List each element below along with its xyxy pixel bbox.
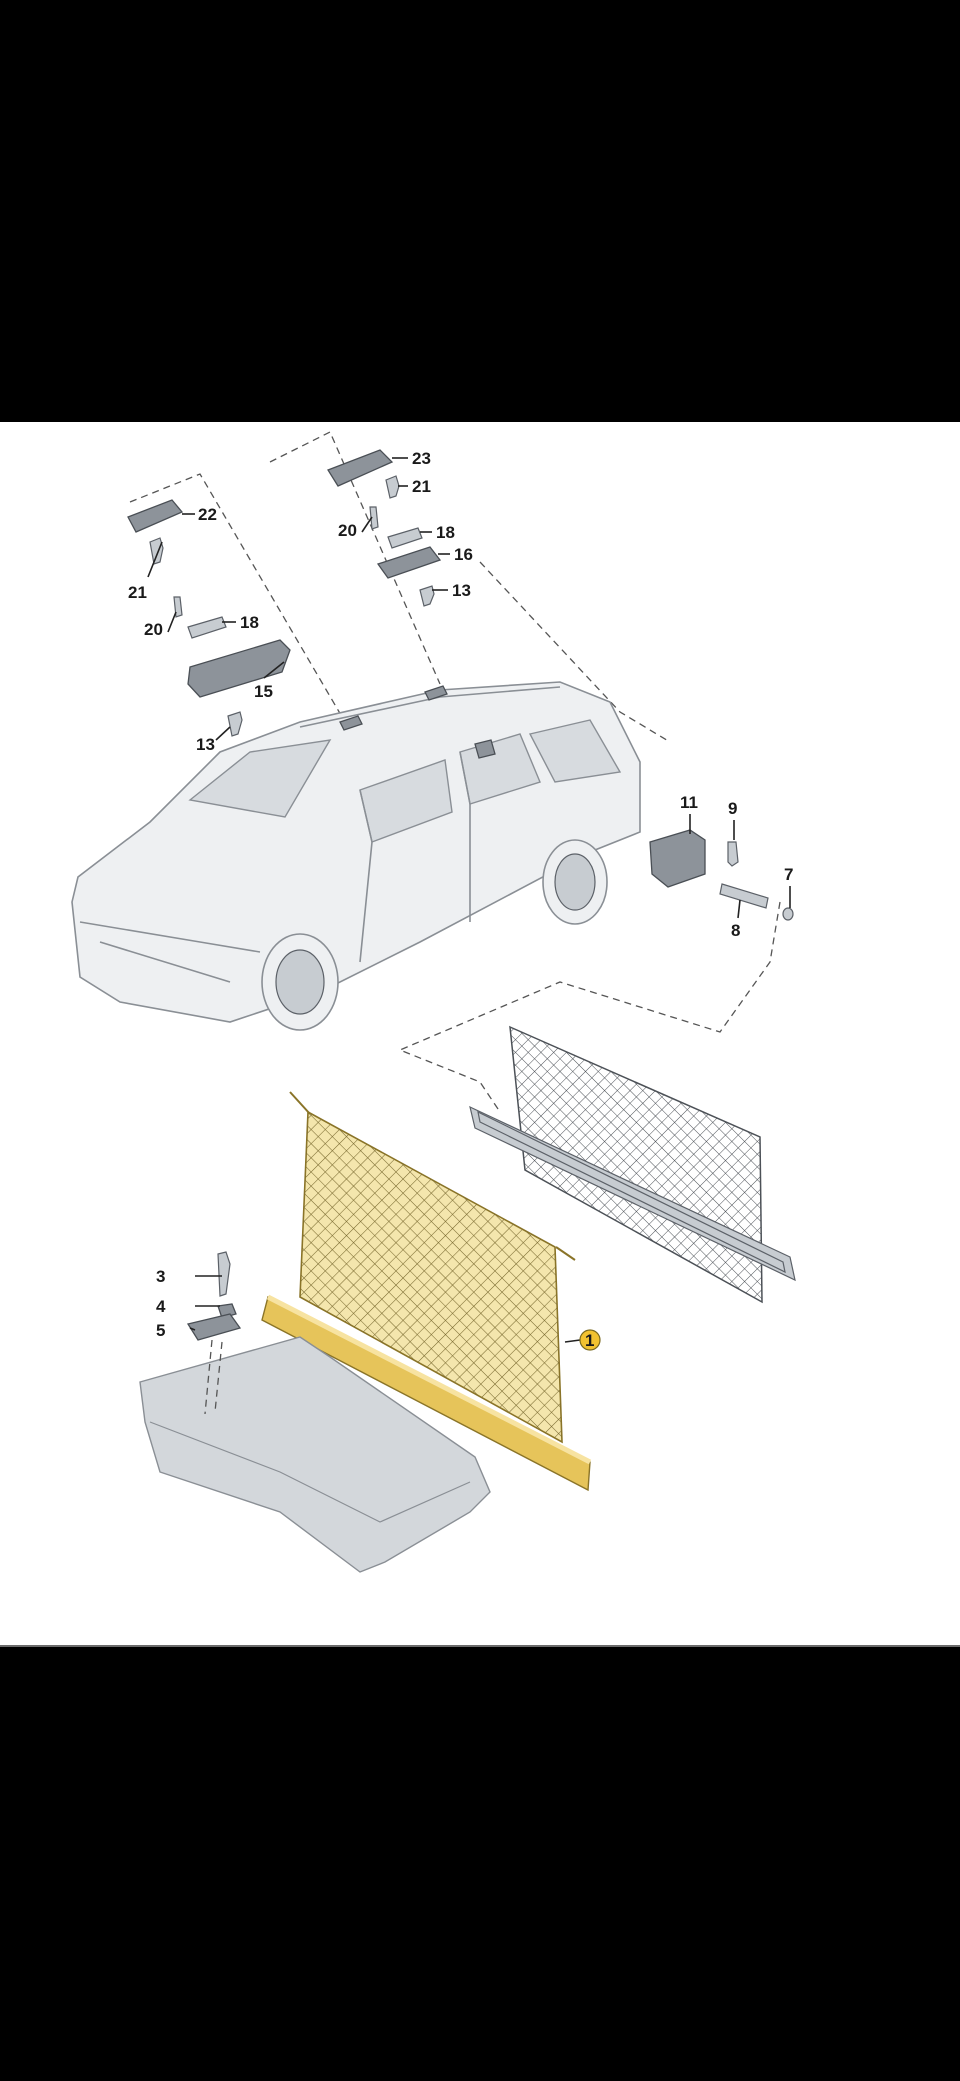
part-20-bulb-right <box>369 506 379 530</box>
parts-diagram-panel: 22 21 20 18 15 13 23 21 20 18 16 13 11 9… <box>0 422 960 1647</box>
part-5-anchor <box>186 1313 242 1341</box>
label-part-21-left: 21 <box>128 583 147 602</box>
label-part-11: 11 <box>680 793 698 812</box>
roof-light-group-right <box>327 449 442 607</box>
part-9-screw <box>727 841 739 867</box>
part-15-lamp-housing <box>187 639 291 698</box>
part-13-screw-right <box>419 585 435 607</box>
part-22-cover <box>127 499 184 533</box>
label-part-16: 16 <box>454 545 473 564</box>
part-4-clip <box>217 1303 237 1319</box>
anchor-parts-group <box>186 1251 242 1415</box>
label-part-15: 15 <box>254 682 273 701</box>
label-part-13-right: 13 <box>452 581 471 600</box>
label-part-18-left: 18 <box>240 613 259 632</box>
label-part-5: 5 <box>156 1321 165 1340</box>
part-21-screw-left <box>149 537 164 565</box>
part-16-lamp-housing <box>376 546 442 579</box>
label-part-3: 3 <box>156 1267 165 1286</box>
part-21-screw-right <box>385 475 400 499</box>
guide-lines <box>129 431 781 1113</box>
label-part-8: 8 <box>731 921 740 940</box>
yellow-partition-net <box>261 1091 592 1492</box>
label-part-13-left: 13 <box>196 735 215 754</box>
exploded-parts-diagram: 22 21 20 18 15 13 23 21 20 18 16 13 11 9… <box>71 431 796 1573</box>
label-part-1: 1 <box>585 1331 594 1350</box>
load-floor-panel <box>139 1336 491 1573</box>
part-13-screw-left <box>227 711 243 737</box>
label-part-21-right: 21 <box>412 477 431 496</box>
panel-divider <box>0 1645 960 1648</box>
part-11-bracket <box>649 829 706 888</box>
station-wagon-car <box>71 681 641 1031</box>
label-part-20-right: 20 <box>338 521 357 540</box>
roof-light-group-left <box>127 499 291 737</box>
label-part-4: 4 <box>156 1297 166 1316</box>
part-1-highlight-badge <box>579 1329 601 1351</box>
label-part-7: 7 <box>784 865 793 884</box>
part-8-connector <box>719 883 769 909</box>
part-number-labels: 22 21 20 18 15 13 23 21 20 18 16 13 11 9… <box>128 449 793 1350</box>
label-part-22: 22 <box>198 505 217 524</box>
part-3-bolt <box>217 1251 231 1297</box>
part-7-ring <box>782 907 794 921</box>
socket-parts-group <box>649 829 794 921</box>
top-black-band <box>0 0 960 422</box>
label-part-20-left: 20 <box>144 620 163 639</box>
bottom-black-band <box>0 1647 960 2081</box>
part-23-cover <box>327 449 394 487</box>
label-part-23: 23 <box>412 449 431 468</box>
leader-lines <box>147 457 791 1343</box>
grey-partition-net <box>469 1025 796 1304</box>
part-18-lens-left <box>187 616 227 639</box>
part-18-lens-right <box>387 527 423 549</box>
label-part-18-right: 18 <box>436 523 455 542</box>
label-part-9: 9 <box>728 799 737 818</box>
